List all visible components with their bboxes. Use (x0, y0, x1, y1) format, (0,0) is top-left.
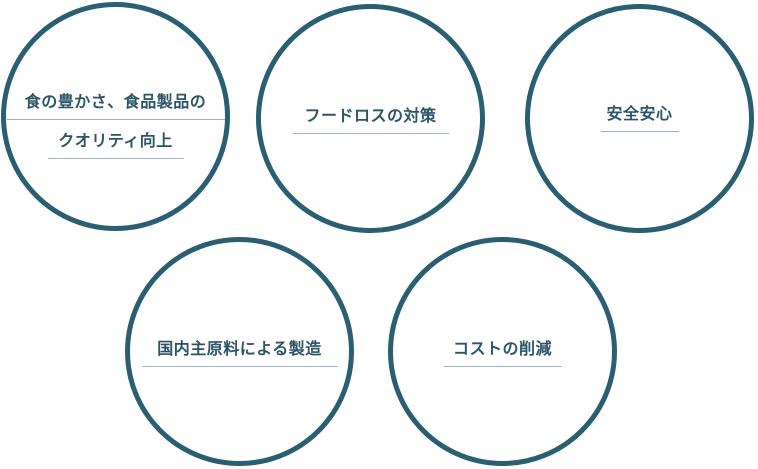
feature-label-line: 国内主原料による製造 (141, 338, 338, 367)
feature-label-line: 食の豊かさ、食品製品の (6, 91, 225, 120)
feature-circle-quality: 食の豊かさ、食品製品の クオリティ向上 (1, 2, 230, 231)
feature-circle-safety: 安全安心 (525, 4, 754, 233)
feature-label-line: コストの削減 (443, 338, 562, 367)
feature-label-line: クオリティ向上 (47, 130, 184, 159)
feature-circle-cost: コストの削減 (388, 237, 617, 466)
feature-label-line: フードロスの対策 (292, 105, 449, 134)
feature-circle-domestic: 国内主原料による製造 (125, 237, 354, 466)
feature-circle-food-loss: フードロスの対策 (256, 4, 485, 233)
feature-label-line: 安全安心 (600, 103, 679, 132)
